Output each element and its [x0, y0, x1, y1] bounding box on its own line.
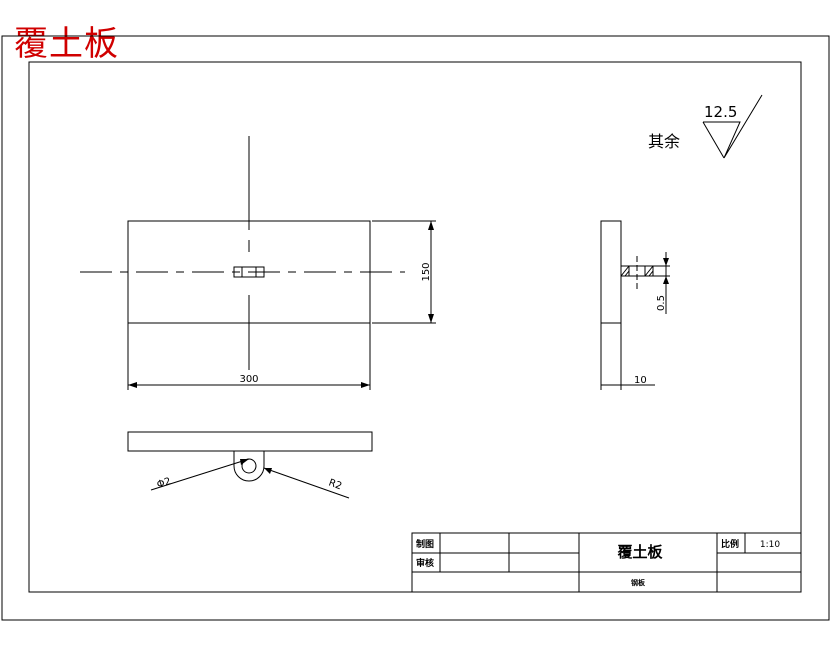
detail-arrow-bottom — [663, 276, 669, 284]
drawing-title-header: 覆土板 — [14, 24, 119, 64]
bottom-plate-outline — [127, 431, 373, 452]
drawn-by-label: 制图 — [416, 538, 434, 550]
outer-frame — [1, 35, 830, 621]
scale-value: 1:10 — [760, 540, 780, 550]
material-text: 钢板 — [631, 578, 646, 587]
roughness-label: 其余 — [648, 132, 680, 151]
radius-dimension-text: R2 — [327, 477, 343, 492]
detail-dimension-text: 0.5 — [656, 295, 667, 311]
width-arrow-left — [128, 382, 137, 388]
width-dimension-text: 300 — [239, 374, 258, 385]
inner-frame — [28, 61, 802, 593]
surface-roughness-symbol: 其余 12.5 — [648, 94, 763, 159]
hatch-2 — [624, 270, 630, 277]
dia-leader — [150, 458, 250, 491]
lug-outline — [233, 451, 265, 482]
roughness-v-left — [702, 121, 725, 159]
scale-label: 比例 — [721, 538, 739, 550]
hatch-3 — [644, 265, 654, 277]
side-plate-outline — [600, 220, 622, 324]
side-view: 10 0.5 — [600, 220, 670, 390]
center-slot — [233, 266, 265, 278]
thickness-dimension-text: 10 — [634, 375, 647, 386]
title-block-frame — [411, 532, 802, 593]
roughness-value: 12.5 — [704, 103, 737, 121]
roughness-v-mark — [703, 94, 763, 159]
hatch-1 — [620, 265, 630, 277]
title-block: 制图 审核 覆土板 比例 1:10 钢板 — [411, 532, 802, 593]
hatch-4 — [648, 270, 654, 277]
bottom-view: Φ2 R2 — [127, 431, 373, 499]
dia-dimension-text: Φ2 — [156, 476, 173, 491]
part-name: 覆土板 — [617, 543, 663, 561]
height-dimension-text: 150 — [421, 262, 432, 281]
height-arrow-top — [428, 221, 434, 230]
radius-leader — [263, 467, 350, 499]
detail-arrow-top — [663, 258, 669, 266]
width-arrow-right — [361, 382, 370, 388]
front-view: 150 300 — [80, 136, 436, 390]
radius-leader-arrow — [264, 468, 272, 474]
height-arrow-bottom — [428, 314, 434, 323]
checked-by-label: 审核 — [416, 557, 434, 569]
dia-leader-arrow — [240, 459, 249, 465]
